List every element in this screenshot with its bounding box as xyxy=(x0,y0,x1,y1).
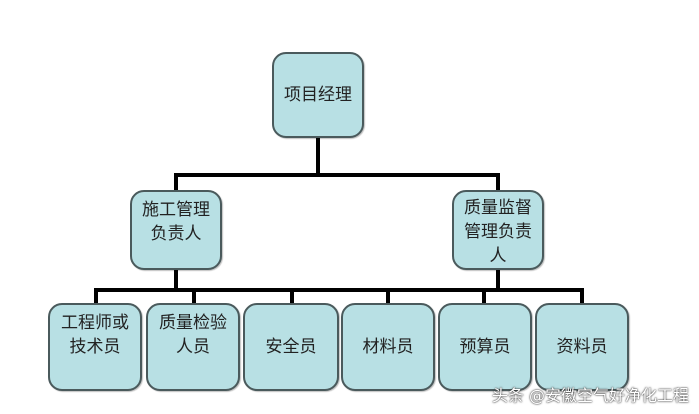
node-label: 资料员 xyxy=(556,337,608,357)
node-engineer-or-technician[interactable]: 工程师或技术员 xyxy=(48,303,142,391)
connector-construction-manager-down xyxy=(174,268,178,290)
node-quality-inspector[interactable]: 质量检验人员 xyxy=(146,303,240,391)
watermark: 头条 @安徽空气好净化工程 xyxy=(491,386,689,405)
node-material-clerk[interactable]: 材料员 xyxy=(341,303,435,391)
node-project-manager[interactable]: 项目经理 xyxy=(272,52,364,138)
connector-to-construction-manager xyxy=(174,173,178,193)
connector-to-budget-clerk xyxy=(482,288,486,304)
connector-root-down xyxy=(316,136,320,176)
node-label: 安全员 xyxy=(265,337,317,357)
connector-to-document-clerk xyxy=(580,288,584,304)
node-label: 材料员 xyxy=(362,337,414,357)
connector-quality-manager-down xyxy=(496,268,500,290)
node-construction-manager[interactable]: 施工管理负责人 xyxy=(130,190,222,270)
node-safety-officer[interactable]: 安全员 xyxy=(243,303,339,391)
node-label: 项目经理 xyxy=(284,85,352,105)
connector-to-quality-manager xyxy=(496,173,500,193)
connector-level2-horizontal xyxy=(174,173,500,177)
connector-to-safety-officer xyxy=(290,288,294,304)
node-label: 预算员 xyxy=(459,337,511,357)
node-document-clerk[interactable]: 资料员 xyxy=(535,303,629,391)
node-label: 质量监督管理负责人 xyxy=(464,198,532,266)
connector-to-quality-inspector xyxy=(192,288,196,304)
connector-level3-horizontal xyxy=(94,288,584,292)
node-label: 施工管理负责人 xyxy=(142,200,210,244)
node-budget-clerk[interactable]: 预算员 xyxy=(438,303,532,391)
node-quality-supervision-manager[interactable]: 质量监督管理负责人 xyxy=(452,190,544,270)
node-label: 质量检验人员 xyxy=(159,313,227,357)
node-label: 工程师或技术员 xyxy=(61,313,129,357)
connector-to-material-clerk xyxy=(386,288,390,304)
connector-to-engineer xyxy=(94,288,98,304)
